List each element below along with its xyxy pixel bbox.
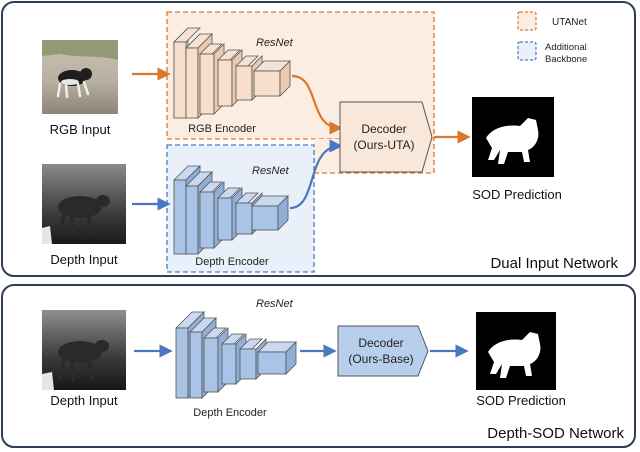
depth-input-label-bottom: Depth Input — [50, 393, 118, 408]
legend-backbone-label-line2: Backbone — [545, 54, 587, 65]
rgb-input-image — [42, 40, 118, 114]
rgb-block-6 — [253, 60, 291, 97]
depth-encoder-label-top: Depth Encoder — [195, 256, 269, 268]
depth-input-image-bottom — [42, 310, 126, 390]
legend-backbone-swatch — [517, 41, 537, 61]
dual-input-network-title: Dual Input Network — [490, 255, 618, 272]
depth-encoder-blocks-bottom — [175, 311, 297, 399]
decoder-uta-label-line1: Decoder — [361, 122, 406, 136]
sod-prediction-label-top: SOD Prediction — [472, 187, 562, 202]
sod-prediction-image-bottom — [476, 312, 556, 390]
decoder-base-label-line1: Decoder — [358, 336, 403, 350]
depth-input-image-top — [42, 164, 126, 244]
depth-encoder-label-bottom: Depth Encoder — [193, 407, 267, 419]
depth-to-decoder-arrow — [289, 139, 343, 210]
rgb-to-decoder-arrow — [291, 74, 343, 135]
depth-input-label-top: Depth Input — [50, 252, 118, 267]
depth-encoder-blocks-top — [173, 165, 289, 255]
legend-utanet-label: UTANet — [552, 17, 587, 28]
depth-sod-network-title: Depth-SOD Network — [487, 425, 624, 442]
depth-sod-network-frame — [1, 284, 636, 448]
decoder-base-box: Decoder (Ours-Base) — [337, 325, 429, 377]
decoder-uta-label-line2: (Ours-UTA) — [353, 138, 414, 152]
depth-bottom-block-6 — [257, 341, 297, 375]
decoder-base-label-line2: (Ours-Base) — [348, 352, 413, 366]
rgb-encoder-blocks — [173, 27, 291, 119]
rgb-input-label: RGB Input — [50, 122, 111, 137]
utanet-region-lower-border — [314, 139, 435, 174]
depth-top-block-6 — [251, 195, 289, 231]
dual-input-network-frame — [1, 1, 636, 277]
rgb-encoder-label: RGB Encoder — [188, 123, 256, 135]
sod-prediction-image-top — [472, 97, 554, 177]
resnet-label-top: ResNet — [256, 37, 294, 49]
sod-prediction-label-bottom: SOD Prediction — [476, 393, 566, 408]
resnet-label-depth-sod: ResNet — [256, 298, 294, 310]
decoder-uta-box: Decoder (Ours-UTA) — [339, 101, 433, 173]
legend-utanet-swatch — [517, 11, 537, 31]
legend-backbone-label-line1: Additional — [545, 42, 587, 53]
resnet-label-bottom: ResNet — [252, 165, 290, 177]
